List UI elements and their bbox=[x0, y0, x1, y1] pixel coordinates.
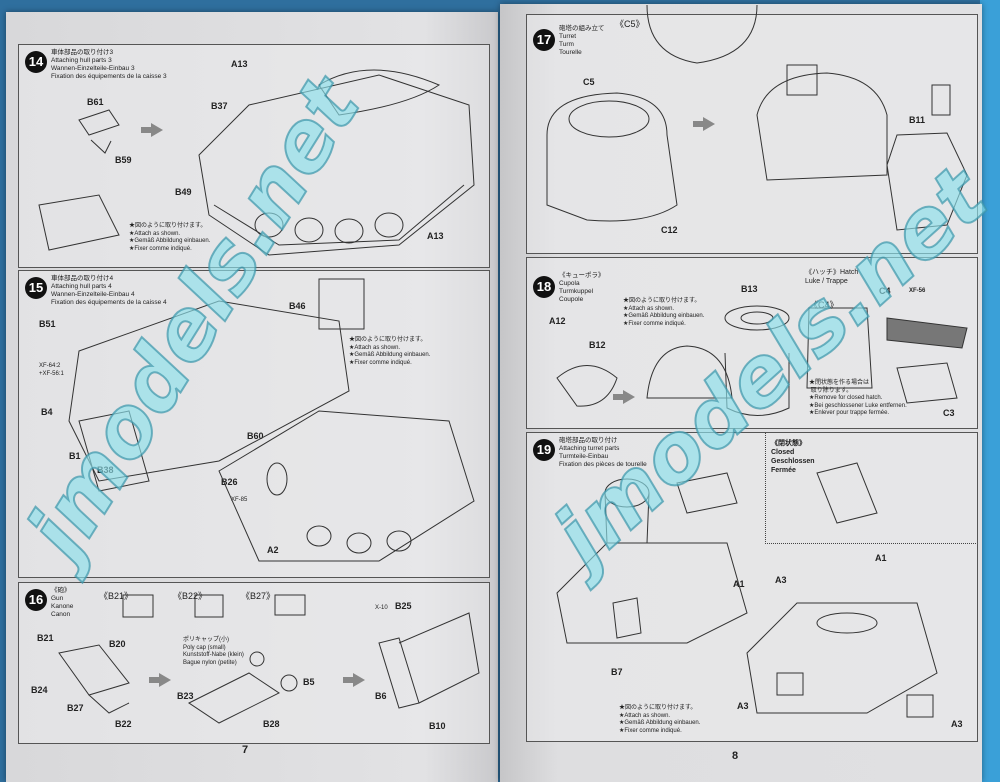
page-number: 8 bbox=[732, 750, 739, 762]
hull-drawing bbox=[38, 69, 475, 256]
hull-drawing bbox=[68, 278, 475, 562]
part-label: B25 bbox=[395, 601, 412, 611]
part-label: B27 bbox=[67, 703, 84, 713]
turret-parts-drawing bbox=[556, 462, 938, 718]
part-label: B20 bbox=[109, 639, 126, 649]
part-label: 《C5》 bbox=[615, 19, 645, 29]
part-label: B59 bbox=[115, 155, 132, 165]
part-label: A3 bbox=[775, 575, 787, 585]
step-arrow bbox=[149, 673, 171, 687]
part-label: A1 bbox=[875, 553, 887, 563]
part-label: B51 bbox=[39, 319, 56, 329]
part-label: B28 bbox=[263, 719, 280, 729]
step-18-panel: 18 《キューポラ》 Cupola Turmkuppel Coupole A12… bbox=[526, 257, 978, 429]
part-label: B37 bbox=[211, 101, 228, 111]
cupola-drawing bbox=[556, 305, 968, 416]
part-label: B11 bbox=[909, 115, 926, 125]
step-arrow bbox=[613, 390, 635, 404]
part-label: 《B21》 bbox=[99, 591, 134, 601]
part-label: B46 bbox=[289, 301, 306, 311]
part-label: C12 bbox=[661, 225, 678, 235]
turret-drawing bbox=[546, 4, 968, 231]
step-17-panel: 17 砲塔の組み立て Turret Turm Tourelle 《C5》 C5 … bbox=[526, 4, 978, 254]
part-label: B10 bbox=[429, 721, 446, 731]
part-label: B21 bbox=[37, 633, 54, 643]
step-19-title: 砲塔部品の取り付け Attaching turret parts Turmtei… bbox=[559, 437, 647, 468]
part-label: B22 bbox=[115, 719, 132, 729]
paint-label: XF-64:2 +XF-56:1 bbox=[39, 363, 64, 377]
step-15-badge: 15 bbox=[25, 277, 47, 299]
step-16-badge: 16 bbox=[25, 589, 47, 611]
step-16-title: 《砲》 Gun Kanone Canon bbox=[51, 587, 74, 618]
step-15-note: ★図のように取り付けます。 ★Attach as shown. ★Gemäß A… bbox=[349, 337, 431, 366]
step-19-panel: 19 砲塔部品の取り付け Attaching turret parts Turm… bbox=[526, 432, 978, 742]
step-18-badge: 18 bbox=[533, 276, 555, 298]
part-label: C4 bbox=[879, 286, 891, 296]
step-16-panel: 16 《砲》 Gun Kanone Canon 《B21》 《B22》 《B27… bbox=[18, 582, 490, 744]
part-label: B12 bbox=[589, 340, 606, 350]
part-label: 《B22》 bbox=[173, 591, 208, 601]
part-label: A3 bbox=[951, 719, 963, 729]
polycap-note: ポリキャップ(小) Poly cap (small) Kunststoff-Na… bbox=[183, 637, 244, 666]
part-label: A2 bbox=[267, 545, 279, 555]
closed-title: 《閉状態》 Closed Geschlossen Fermée bbox=[771, 440, 815, 474]
step-19-note: ★図のように取り付けます。 ★Attach as shown. ★Gemäß A… bbox=[619, 705, 701, 734]
page-number: 7 bbox=[242, 744, 249, 756]
part-label: B5 bbox=[303, 677, 315, 687]
hatch-title: 《ハッチ》Hatch Luke / Trappe bbox=[805, 269, 859, 285]
background-edge bbox=[980, 0, 1000, 782]
part-label: B1 bbox=[69, 451, 81, 461]
step-14-title: 車体部品の取り付け3 Attaching hull parts 3 Wannen… bbox=[51, 49, 167, 80]
part-label: B38 bbox=[97, 465, 114, 475]
step-14-panel: 14 車体部品の取り付け3 Attaching hull parts 3 Wan… bbox=[18, 44, 490, 268]
closed-hatch-inset bbox=[765, 433, 976, 544]
step-17-badge: 17 bbox=[533, 29, 555, 51]
hatch-part-label: 《C4》 bbox=[809, 300, 839, 310]
part-label: B7 bbox=[611, 667, 623, 677]
part-label: A13 bbox=[231, 59, 248, 69]
part-label: 《B27》 bbox=[241, 591, 276, 601]
part-label: B23 bbox=[177, 691, 194, 701]
part-label: B26 bbox=[221, 477, 238, 487]
step-arrow bbox=[141, 123, 163, 137]
part-label: A3 bbox=[737, 701, 749, 711]
step-14-badge: 14 bbox=[25, 51, 47, 73]
part-label: B60 bbox=[247, 431, 264, 441]
part-label: C5 bbox=[583, 77, 595, 87]
right-page: 17 砲塔の組み立て Turret Turm Tourelle 《C5》 C5 … bbox=[500, 4, 982, 782]
step-15-panel: 15 車体部品の取り付け4 Attaching hull parts 4 Wan… bbox=[18, 270, 490, 578]
part-label: B13 bbox=[741, 284, 758, 294]
paint-label: X-10 bbox=[375, 605, 388, 611]
part-label: B4 bbox=[41, 407, 53, 417]
step-15-title: 車体部品の取り付け4 Attaching hull parts 4 Wannen… bbox=[51, 275, 167, 306]
step-18-title: 《キューポラ》 Cupola Turmkuppel Coupole bbox=[559, 272, 605, 303]
hatch-note: ★閉状態を作る場合は 取り除ります。 ★Remove for closed ha… bbox=[809, 380, 907, 416]
step-arrow bbox=[343, 673, 365, 687]
part-label: A12 bbox=[549, 316, 566, 326]
step-18-note: ★図のように取り付けます。 ★Attach as shown. ★Gemäß A… bbox=[623, 298, 705, 327]
step-arrow bbox=[693, 117, 715, 131]
part-label: A13 bbox=[427, 231, 444, 241]
part-label: B61 bbox=[87, 97, 104, 107]
paint-label: XF-85 bbox=[231, 497, 248, 503]
part-label: B24 bbox=[31, 685, 48, 695]
part-label: B6 bbox=[375, 691, 387, 701]
gun-drawing bbox=[58, 594, 480, 724]
step-17-title: 砲塔の組み立て Turret Turm Tourelle bbox=[559, 25, 605, 56]
step-19-badge: 19 bbox=[533, 439, 555, 461]
left-page: 14 車体部品の取り付け3 Attaching hull parts 3 Wan… bbox=[6, 12, 498, 782]
part-label: B49 bbox=[175, 187, 192, 197]
paint-label: XF-56 bbox=[909, 288, 926, 294]
step-14-note: ★図のように取り付けます。 ★Attach as shown. ★Gemäß A… bbox=[129, 223, 211, 252]
part-label: C3 bbox=[943, 408, 955, 418]
